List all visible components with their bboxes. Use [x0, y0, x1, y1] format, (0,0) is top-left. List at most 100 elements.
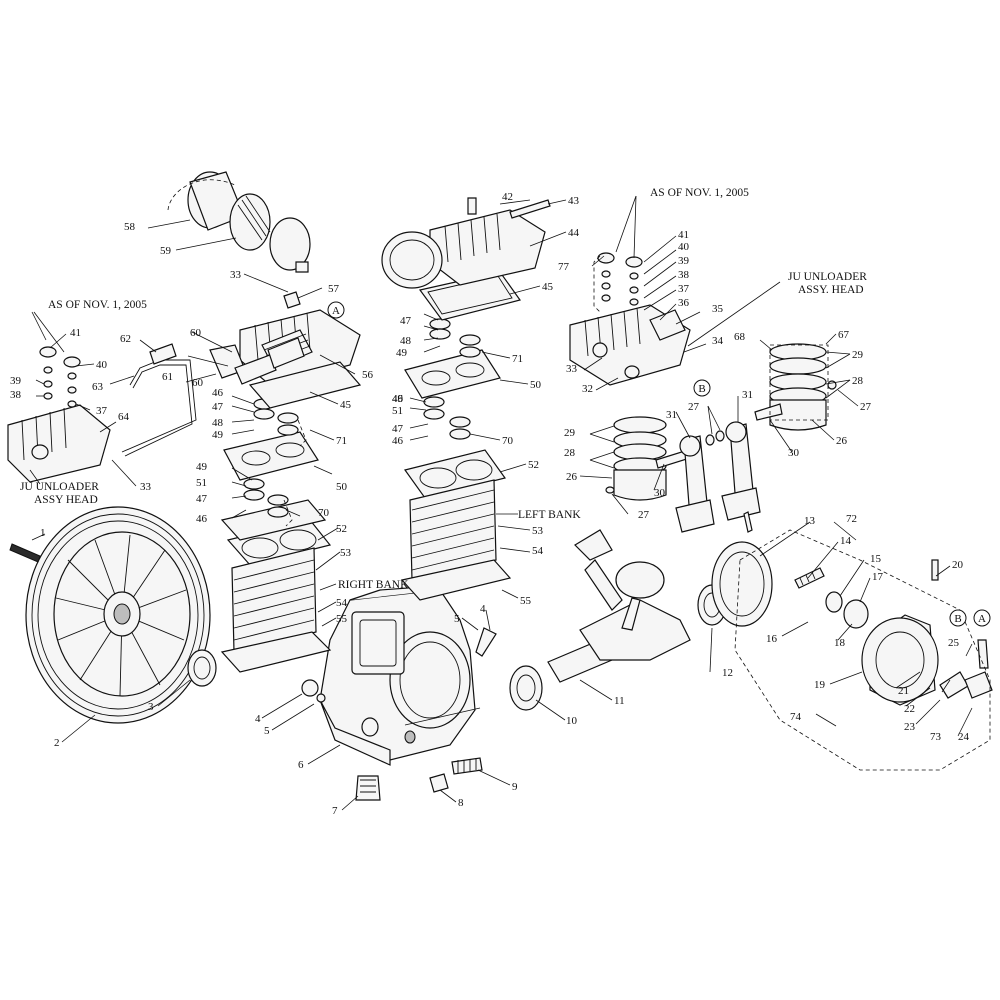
- callout: 47: [212, 401, 224, 413]
- callout: 33: [230, 269, 242, 281]
- callout: 58: [124, 221, 136, 233]
- callout: 22: [904, 703, 915, 715]
- right-bank-cylinder: [220, 398, 332, 673]
- callout: 38: [678, 269, 690, 281]
- callout: 5: [264, 725, 270, 737]
- ref-b-carrier: B: [954, 613, 961, 625]
- callout: 47: [196, 493, 208, 505]
- callout: 70: [502, 435, 514, 447]
- reference-markers: A B B A: [327, 301, 991, 627]
- callout: 30: [654, 487, 666, 499]
- callout: 52: [528, 459, 539, 471]
- callout: 57: [328, 283, 340, 295]
- callout: 45: [340, 399, 352, 411]
- callout: 6: [298, 759, 304, 771]
- captions: AS OF NOV. 1, 2005 AS OF NOV. 1, 2005 JU…: [20, 187, 867, 591]
- callout: 70: [318, 507, 330, 519]
- right-head: [121, 171, 362, 457]
- crankcase: [301, 584, 497, 801]
- callout: 53: [340, 547, 352, 559]
- ju-unloader-right-line1: JU UNLOADER: [788, 271, 867, 283]
- callout: 37: [96, 405, 108, 417]
- callout: 37: [678, 283, 690, 295]
- callout: 54: [532, 545, 544, 557]
- callout: 25: [948, 637, 960, 649]
- callout: 41: [678, 229, 689, 241]
- callout: 20: [952, 559, 964, 571]
- callout: 29: [852, 349, 864, 361]
- callout: 63: [92, 381, 104, 393]
- callout: 19: [814, 679, 826, 691]
- ref-a-head: A: [332, 305, 340, 317]
- callout: 71: [512, 353, 523, 365]
- callout: 61: [162, 371, 173, 383]
- callout: 55: [520, 595, 532, 607]
- callout: 28: [564, 447, 576, 459]
- callout: 15: [870, 553, 882, 565]
- callout: 12: [722, 667, 733, 679]
- callout: 38: [10, 389, 22, 401]
- callout: 31: [666, 409, 677, 421]
- callout: 64: [118, 411, 130, 423]
- ju-unloader-left-line2: ASSY HEAD: [34, 494, 98, 506]
- callout: 36: [678, 297, 690, 309]
- callout: 41: [70, 327, 81, 339]
- callout: 2: [54, 737, 60, 749]
- callout: 50: [336, 481, 348, 493]
- callout: 3: [148, 701, 154, 713]
- callout: 60: [190, 327, 202, 339]
- ju-unloader-left-line1: JU UNLOADER: [20, 481, 99, 493]
- callout: 52: [336, 523, 347, 535]
- callout: 49: [196, 461, 208, 473]
- callout: 26: [566, 471, 578, 483]
- callout: 53: [532, 525, 544, 537]
- callout: 44: [568, 227, 580, 239]
- callout: 46: [392, 393, 404, 405]
- callout: 18: [834, 637, 846, 649]
- callout: 49: [396, 347, 408, 359]
- callout: 47: [400, 315, 412, 327]
- callout: 51: [392, 405, 403, 417]
- callout: 43: [568, 195, 580, 207]
- right-unloader-head: [569, 252, 691, 386]
- callout: 54: [336, 597, 348, 609]
- callout: 48: [212, 417, 224, 429]
- callout: 49: [392, 393, 404, 405]
- callout: 28: [852, 375, 864, 387]
- callout: 7: [332, 805, 338, 817]
- callout: 77: [558, 261, 570, 273]
- callout: 60: [192, 377, 204, 389]
- callout: 11: [614, 695, 625, 707]
- left-head: [381, 197, 551, 289]
- ju-unloader-right-line2: ASSY. HEAD: [798, 284, 864, 296]
- callout: 40: [678, 241, 690, 253]
- callout: 29: [564, 427, 576, 439]
- callout: 46: [196, 513, 208, 525]
- callout: 17: [872, 571, 884, 583]
- callout: 27: [638, 509, 650, 521]
- callout: 14: [840, 535, 852, 547]
- callout: 33: [566, 363, 578, 375]
- callout: 35: [712, 303, 724, 315]
- left-bank-label: LEFT BANK: [518, 509, 581, 521]
- callout: 23: [904, 721, 916, 733]
- callout: 74: [790, 711, 802, 723]
- callout: 13: [804, 515, 816, 527]
- as-of-note-left: AS OF NOV. 1, 2005: [48, 299, 147, 311]
- callout: 68: [734, 331, 746, 343]
- callout: 30: [788, 447, 800, 459]
- callout: 73: [930, 731, 942, 743]
- bearing-carrier-assembly: [711, 529, 993, 771]
- callout: 51: [196, 477, 207, 489]
- flywheel: [9, 506, 217, 724]
- callout: 71: [336, 435, 347, 447]
- left-unloader-head: [7, 346, 111, 483]
- callout: 46: [392, 435, 404, 447]
- callout: 31: [742, 389, 753, 401]
- piston-rod-assembly: [605, 343, 837, 533]
- callout: 5: [454, 613, 460, 625]
- callout: 9: [512, 781, 518, 793]
- callout: 59: [160, 245, 172, 257]
- callout: 4: [255, 713, 261, 725]
